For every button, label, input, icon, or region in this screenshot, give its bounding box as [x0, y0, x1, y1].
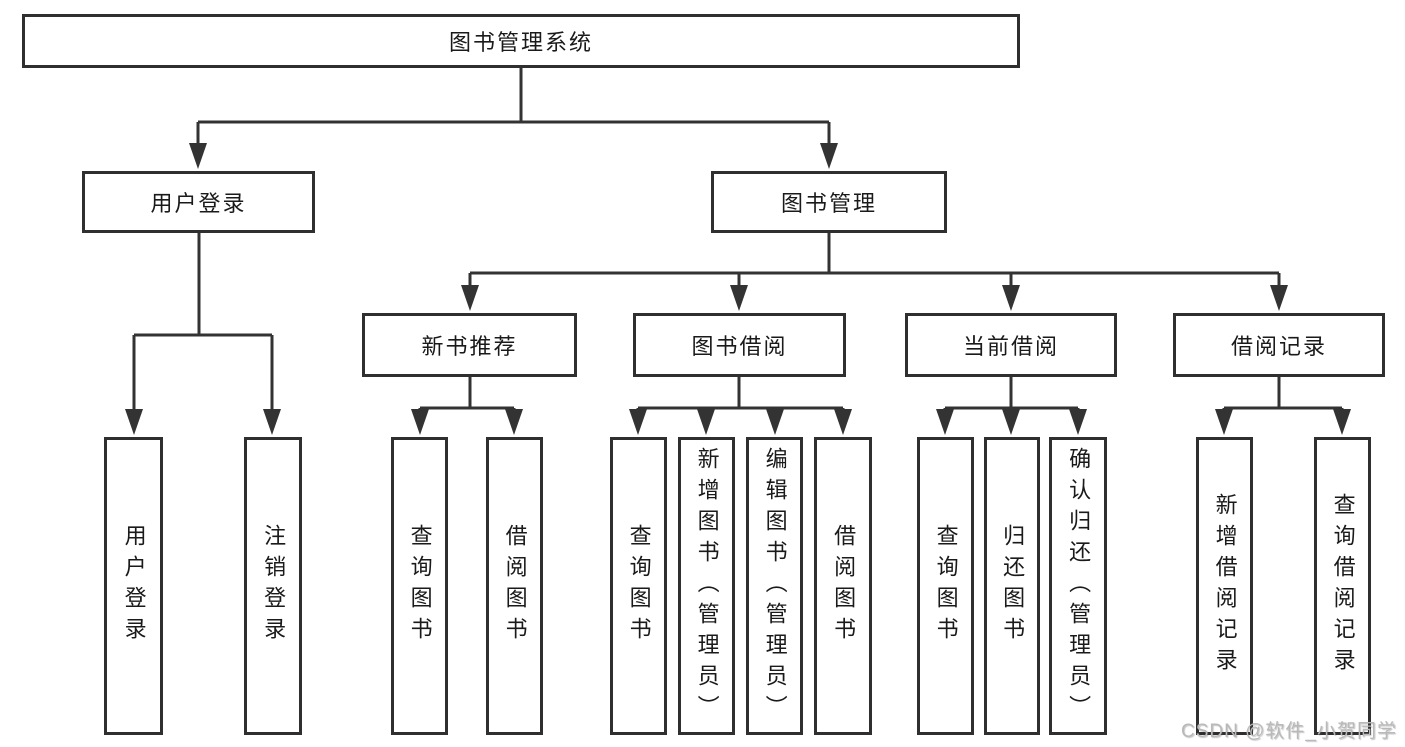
arrow-down-icon [697, 409, 715, 435]
leaf-logout: 注销登录 [244, 437, 302, 735]
arrow-down-icon [834, 409, 852, 435]
arrow-down-icon [1333, 409, 1351, 435]
leaf-add-borrow-record: 新增借阅记录 [1196, 437, 1253, 735]
node-label: 查询图书 [933, 524, 959, 648]
arrow-down-icon [461, 285, 479, 311]
watermark: CSDN @软件_小贺同学 [1181, 721, 1397, 742]
arrow-down-icon [1270, 285, 1288, 311]
node-label: 借阅记录 [1230, 334, 1327, 359]
node-new-book-recommend: 新书推荐 [362, 313, 577, 377]
arrow-down-icon [1002, 285, 1020, 311]
node-label: 图书借阅 [691, 334, 788, 359]
arrow-down-icon [820, 143, 838, 169]
leaf-confirm-return-admin: 确认归还（管理员） [1049, 437, 1107, 735]
node-label: 借阅图书 [502, 524, 528, 648]
arrow-down-icon [1069, 409, 1087, 435]
node-label: 查询图书 [626, 524, 652, 648]
leaf-add-book-admin: 新增图书（管理员） [678, 437, 735, 735]
arrow-down-icon [411, 409, 429, 435]
arrow-down-icon [263, 409, 281, 435]
arrow-down-icon [766, 409, 784, 435]
node-label: 新增借阅记录 [1212, 493, 1238, 679]
arrow-down-icon [1215, 409, 1233, 435]
leaf-borrow-book-recommend: 借阅图书 [486, 437, 543, 735]
node-borrow-record: 借阅记录 [1173, 313, 1385, 377]
leaf-borrow-book: 借阅图书 [814, 437, 872, 735]
node-label: 归还图书 [1000, 524, 1026, 648]
node-label: 查询借阅记录 [1330, 493, 1356, 679]
leaf-query-book-current: 查询图书 [917, 437, 974, 735]
node-label: 用户登录 [150, 191, 247, 216]
arrow-down-icon [730, 285, 748, 311]
node-label: 图书管理系统 [448, 30, 593, 55]
node-label: 确认归还（管理员） [1066, 446, 1092, 726]
node-label: 借阅图书 [831, 524, 857, 648]
leaf-query-borrow-record: 查询借阅记录 [1314, 437, 1371, 735]
arrow-down-icon [125, 409, 143, 435]
node-label: 新书推荐 [421, 334, 518, 359]
arrow-down-icon [936, 409, 954, 435]
node-label: 编辑图书（管理员） [762, 446, 788, 726]
leaf-query-book-borrow: 查询图书 [610, 437, 667, 735]
node-label: 注销登录 [261, 524, 287, 648]
node-user-login: 用户登录 [82, 171, 315, 233]
node-label: 用户登录 [121, 524, 147, 648]
node-label: 当前借阅 [962, 334, 1059, 359]
node-label: 查询图书 [407, 524, 433, 648]
node-root-system: 图书管理系统 [22, 14, 1020, 68]
leaf-return-book: 归还图书 [984, 437, 1040, 735]
arrow-down-icon [1002, 409, 1020, 435]
arrow-down-icon [629, 409, 647, 435]
arrow-down-icon [505, 409, 523, 435]
node-label: 新增图书（管理员） [694, 446, 720, 726]
leaf-edit-book-admin: 编辑图书（管理员） [746, 437, 803, 735]
node-book-management: 图书管理 [711, 171, 947, 233]
arrow-down-icon [189, 143, 207, 169]
leaf-user-login: 用户登录 [104, 437, 163, 735]
node-current-borrow: 当前借阅 [905, 313, 1117, 377]
node-book-borrow: 图书借阅 [633, 313, 846, 377]
leaf-query-book-recommend: 查询图书 [391, 437, 448, 735]
node-label: 图书管理 [780, 191, 877, 216]
